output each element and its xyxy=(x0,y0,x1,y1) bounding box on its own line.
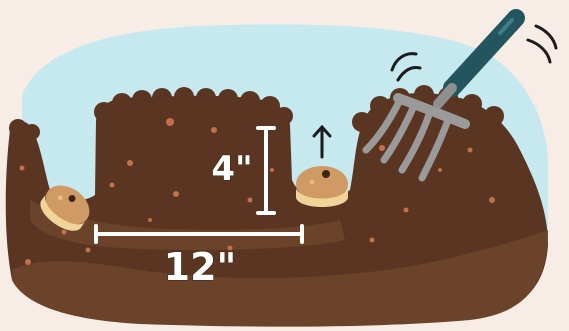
width-label: 12" xyxy=(164,245,237,289)
depth-label: 4" xyxy=(211,149,252,189)
bulb-icon xyxy=(296,166,348,207)
